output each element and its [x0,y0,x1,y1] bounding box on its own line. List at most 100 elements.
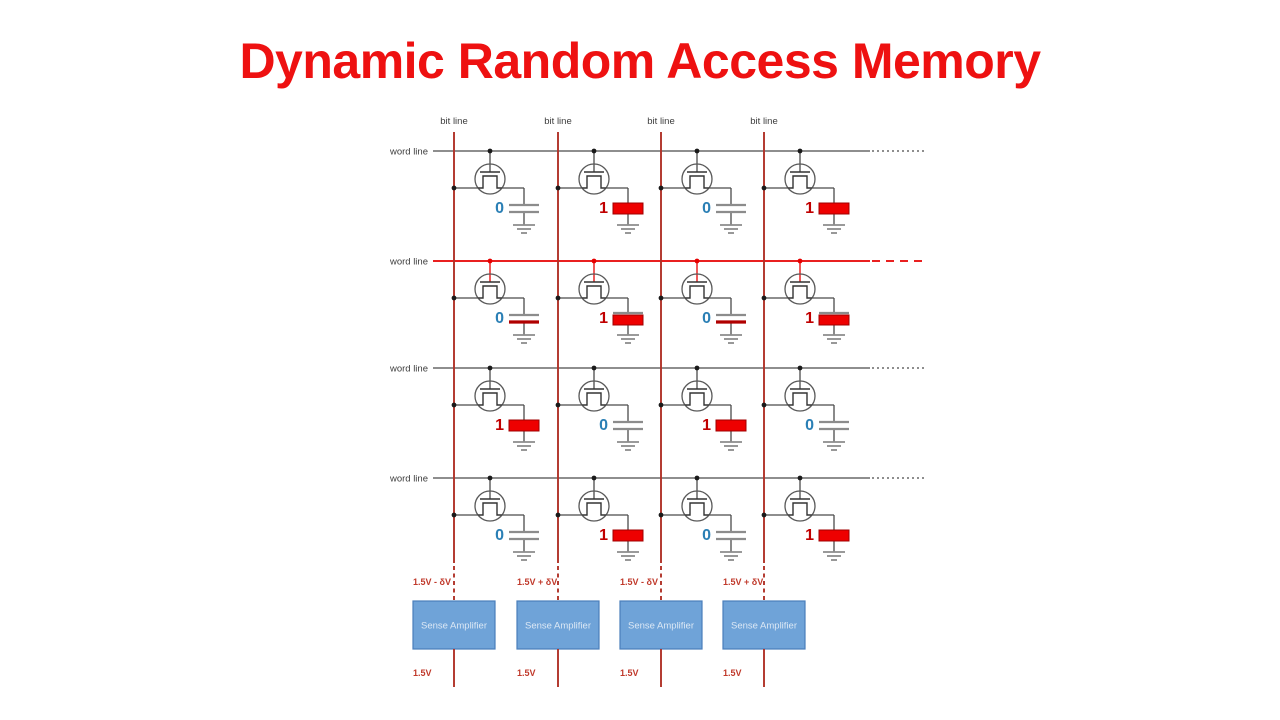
word-line-label: word line [389,474,428,485]
bitline-junction-dot [658,295,664,301]
transistor [578,380,610,412]
sense-amplifier-box [619,600,703,650]
bit-line-label: bit line [440,116,467,127]
transistor-channel [478,285,502,299]
bit-voltage-label: 1.5V - δV [413,577,451,587]
transistor [474,380,506,412]
transistor-channel [478,502,502,516]
transistor-channel [685,285,709,299]
transistor [784,273,816,305]
cell-value: 1 [805,200,814,217]
cell-value: 0 [702,200,711,217]
transistor-channel [685,175,709,189]
bit-line-label: bit line [750,116,777,127]
gate-junction-dot [694,365,700,371]
transistor [474,490,506,522]
gate-junction-dot [797,148,803,154]
capacitor-charged [612,529,644,542]
transistor-channel [582,285,606,299]
cell-value: 1 [805,527,814,544]
cell-value: 0 [702,310,711,327]
gate-junction-dot [591,148,597,154]
transistor [784,163,816,195]
bitline-junction-dot [761,295,767,301]
cell-value: 1 [805,310,814,327]
word-line-label: word line [389,364,428,375]
cell-value: 0 [495,527,504,544]
transistor-channel [582,502,606,516]
capacitor-charged [715,419,747,432]
transistor [681,490,713,522]
sense-amplifier-label: Sense Amplifier [731,621,797,632]
sense-amplifier-label: Sense Amplifier [421,621,487,632]
sense-amplifier-label: Sense Amplifier [525,621,591,632]
bitline-junction-dot [451,402,457,408]
cell-value: 0 [805,417,814,434]
bitline-junction-dot [555,402,561,408]
capacitor-charged [818,529,850,542]
transistor [474,163,506,195]
bit-line-label: bit line [647,116,674,127]
cell-value: 1 [599,200,608,217]
bitline-junction-dot [761,402,767,408]
gate-junction-dot [694,258,700,264]
cell-value: 1 [599,310,608,327]
cell-value: 0 [495,200,504,217]
gate-junction-dot [797,365,803,371]
transistor [578,490,610,522]
gate-junction-dot [487,148,493,154]
capacitor-charged [612,314,644,326]
bitline-junction-dot [658,512,664,518]
sense-amplifier-box [412,600,496,650]
transistor-channel [788,502,812,516]
gate-junction-dot [487,475,493,481]
output-voltage-label: 1.5V [517,668,536,678]
bitline-junction-dot [555,295,561,301]
word-line-label: word line [389,147,428,158]
gate-junction-dot [694,475,700,481]
cell-value: 1 [495,417,504,434]
cell-value: 0 [495,310,504,327]
bitline-junction-dot [658,185,664,191]
transistor [681,273,713,305]
output-voltage-label: 1.5V [620,668,639,678]
gate-junction-dot [487,365,493,371]
transistor-channel [478,175,502,189]
bit-voltage-label: 1.5V - δV [620,577,658,587]
gate-junction-dot [694,148,700,154]
sense-amplifier-box [722,600,806,650]
gate-junction-dot [487,258,493,264]
cell-value: 0 [702,527,711,544]
sense-amplifier-label: Sense Amplifier [628,621,694,632]
bit-voltage-label: 1.5V + δV [723,577,763,587]
transistor-channel [788,392,812,406]
transistor-channel [685,392,709,406]
transistor-channel [788,285,812,299]
bit-voltage-label: 1.5V + δV [517,577,557,587]
transistor-channel [685,502,709,516]
cell-value: 1 [702,417,711,434]
bitline-junction-dot [451,295,457,301]
word-line-label: word line [389,257,428,268]
output-voltage-label: 1.5V [413,668,432,678]
bitline-junction-dot [451,512,457,518]
capacitor-charged [508,419,540,432]
transistor-channel [582,392,606,406]
transistor [784,490,816,522]
bitline-junction-dot [658,402,664,408]
transistor [578,273,610,305]
page-title: Dynamic Random Access Memory [239,33,1041,89]
bitline-junction-dot [761,512,767,518]
capacitor-charged [818,202,850,215]
transistor-channel [478,392,502,406]
transistor [578,163,610,195]
gate-junction-dot [797,258,803,264]
transistor [681,163,713,195]
gate-junction-dot [591,475,597,481]
cell-value: 0 [599,417,608,434]
transistor [681,380,713,412]
bitline-junction-dot [555,185,561,191]
transistor-channel [788,175,812,189]
capacitor-charged [612,202,644,215]
